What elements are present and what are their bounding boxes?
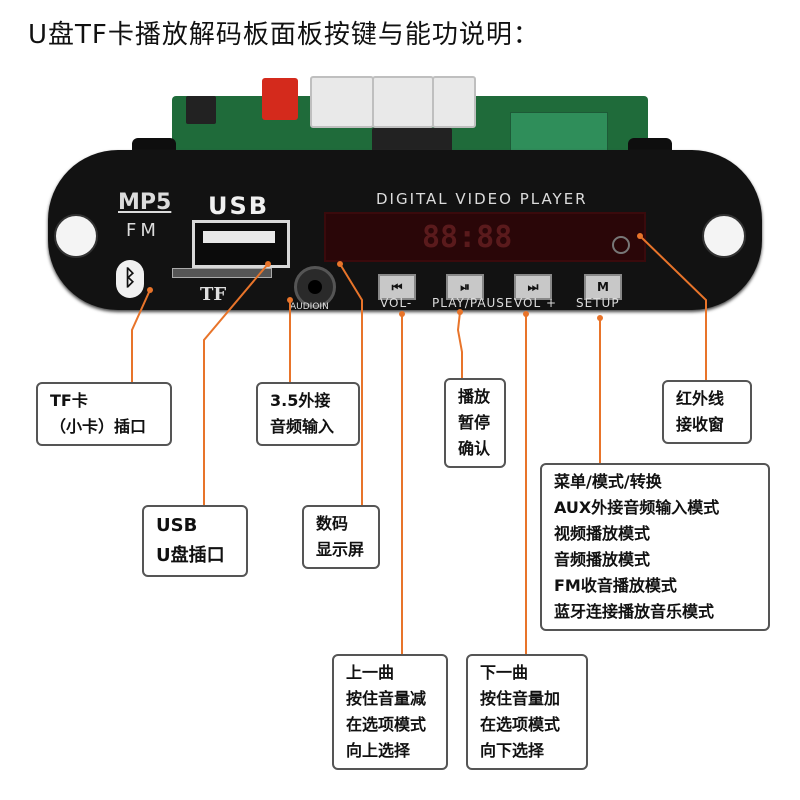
display-digits: 88:88 bbox=[422, 220, 513, 255]
callout-tf: TF卡 （小卡）插口 bbox=[36, 382, 172, 446]
play-pause-label: PLAY/PAUSE bbox=[432, 296, 514, 310]
display-title: DIGITAL VIDEO PLAYER bbox=[376, 190, 588, 208]
callout-display: 数码 显示屏 bbox=[302, 505, 380, 569]
play-pause-icon: ⏯ bbox=[460, 280, 470, 294]
setup-button[interactable]: M bbox=[584, 274, 622, 300]
ir-receiver-window bbox=[612, 236, 630, 254]
audioin-label: AUDIOIN bbox=[290, 302, 329, 312]
white-connector-3 bbox=[432, 76, 476, 128]
callout-next: 下一曲 按住音量加 在选项模式 向下选择 bbox=[466, 654, 588, 770]
digital-display: 88:88 bbox=[324, 212, 646, 262]
usb-port[interactable] bbox=[192, 220, 290, 268]
page-title: U盘TF卡播放解码板面板按键与能功说明： bbox=[28, 20, 540, 50]
usb-label: USB bbox=[208, 192, 270, 220]
next-icon: ⏭ bbox=[527, 280, 539, 294]
tf-label: TF bbox=[200, 284, 227, 305]
screw-hole-right bbox=[702, 214, 746, 258]
line-play bbox=[456, 311, 463, 380]
play-pause-button[interactable]: ⏯ bbox=[446, 274, 484, 300]
next-button[interactable]: ⏭ bbox=[514, 274, 552, 300]
screw-hole-left bbox=[54, 214, 98, 258]
prev-button[interactable]: ⏮ bbox=[378, 274, 416, 300]
tf-card-slot[interactable] bbox=[172, 268, 272, 278]
callout-play-pause: 播放 暂停 确认 bbox=[444, 378, 506, 468]
vol-minus-label: VOL- bbox=[380, 296, 413, 310]
white-connector-2 bbox=[372, 76, 434, 128]
menu-icon: M bbox=[597, 280, 609, 294]
red-connector bbox=[262, 78, 298, 120]
brand-fm: FM bbox=[126, 220, 160, 241]
prev-icon: ⏮ bbox=[391, 280, 403, 294]
bluetooth-icon: ᛒ bbox=[116, 260, 144, 298]
vol-plus-label: VOL + bbox=[514, 296, 557, 310]
inductor-chip bbox=[186, 96, 216, 124]
callout-prev: 上一曲 按住音量减 在选项模式 向上选择 bbox=[332, 654, 448, 770]
audio-jack[interactable] bbox=[294, 266, 336, 308]
callout-ir: 红外线 接收窗 bbox=[662, 380, 752, 444]
callout-usb: USB U盘插口 bbox=[142, 505, 248, 577]
brand-mp5: MP5 bbox=[118, 190, 172, 215]
white-connector-1 bbox=[310, 76, 374, 128]
setup-label: SETUP bbox=[576, 296, 620, 310]
callout-audio: 3.5外接 音频输入 bbox=[256, 382, 360, 446]
callout-setup: 菜单/模式/转换 AUX外接音频输入模式 视频播放模式 音频播放模式 FM收音播… bbox=[540, 463, 770, 631]
